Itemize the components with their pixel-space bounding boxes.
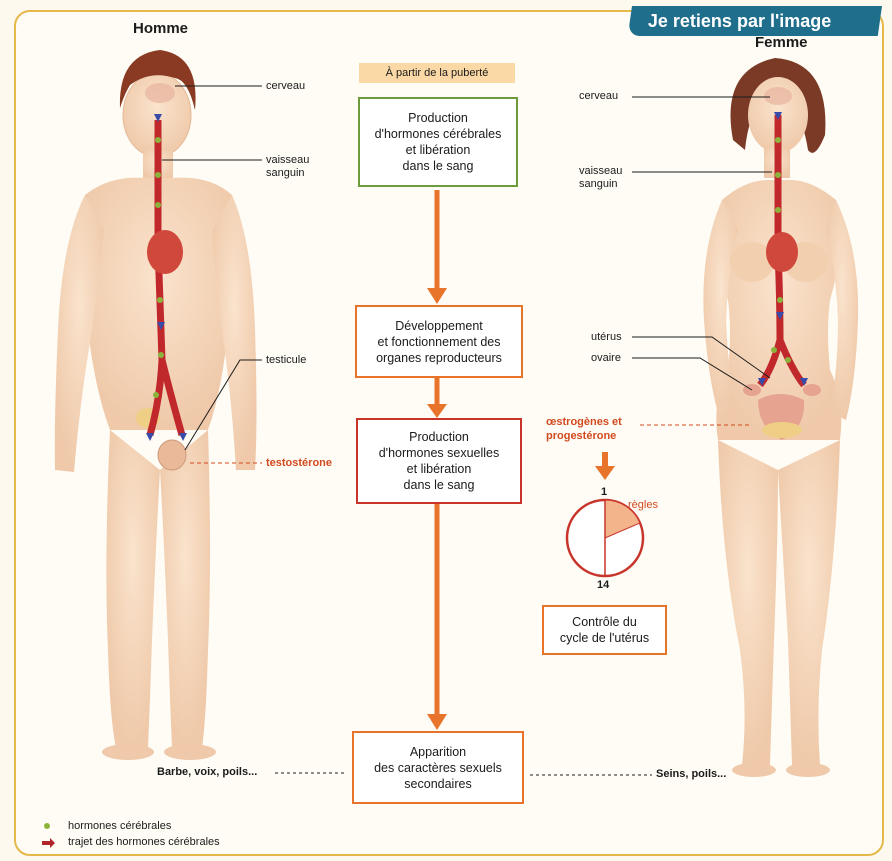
male-body — [55, 50, 257, 760]
male-hormone-label: testostérone — [266, 456, 332, 470]
flow-step-organ-development: Développement et fonctionnement des orga… — [355, 305, 523, 378]
male-traits-label: Barbe, voix, poils... — [157, 766, 257, 778]
female-uterus-label: utérus — [591, 331, 622, 344]
cycle-day-14: 14 — [597, 579, 609, 592]
female-brain-label: cerveau — [579, 90, 618, 103]
female-hormone-arrow — [595, 452, 615, 480]
flow-step-secondary-traits: Apparition des caractères sexuels second… — [352, 731, 524, 804]
cycle-period-label: règles — [628, 498, 658, 512]
legend-item-brain-hormones: hormones cérébrales — [60, 820, 171, 832]
flow-step-brain-hormones: Production d'hormones cérébrales et libé… — [358, 97, 518, 187]
female-body — [703, 58, 858, 777]
male-vessel-label: vaisseau sanguin — [266, 154, 309, 180]
male-testicle-label: testicule — [266, 354, 306, 367]
flow-step-sex-hormones: Production d'hormones sexuelles et libér… — [356, 418, 522, 504]
male-title: Homme — [133, 20, 188, 37]
legend-icons — [42, 823, 55, 848]
female-hormone-label: œstrogènes et progestérone — [546, 415, 622, 443]
legend-item-hormone-path: trajet des hormones cérébrales — [60, 836, 220, 848]
female-vessel-label: vaisseau sanguin — [579, 165, 622, 191]
cycle-day-1: 1 — [601, 486, 607, 499]
female-traits-label: Seins, poils... — [656, 768, 726, 780]
puberty-tag: À partir de la puberté — [359, 63, 515, 83]
legend-label: hormones cérébrales — [68, 820, 171, 832]
female-ovary-label: ovaire — [591, 352, 621, 365]
male-brain-label: cerveau — [266, 80, 305, 93]
legend-label: trajet des hormones cérébrales — [68, 836, 220, 848]
female-title: Femme — [755, 34, 808, 51]
cycle-caption-box: Contrôle du cycle de l'utérus — [542, 605, 667, 655]
